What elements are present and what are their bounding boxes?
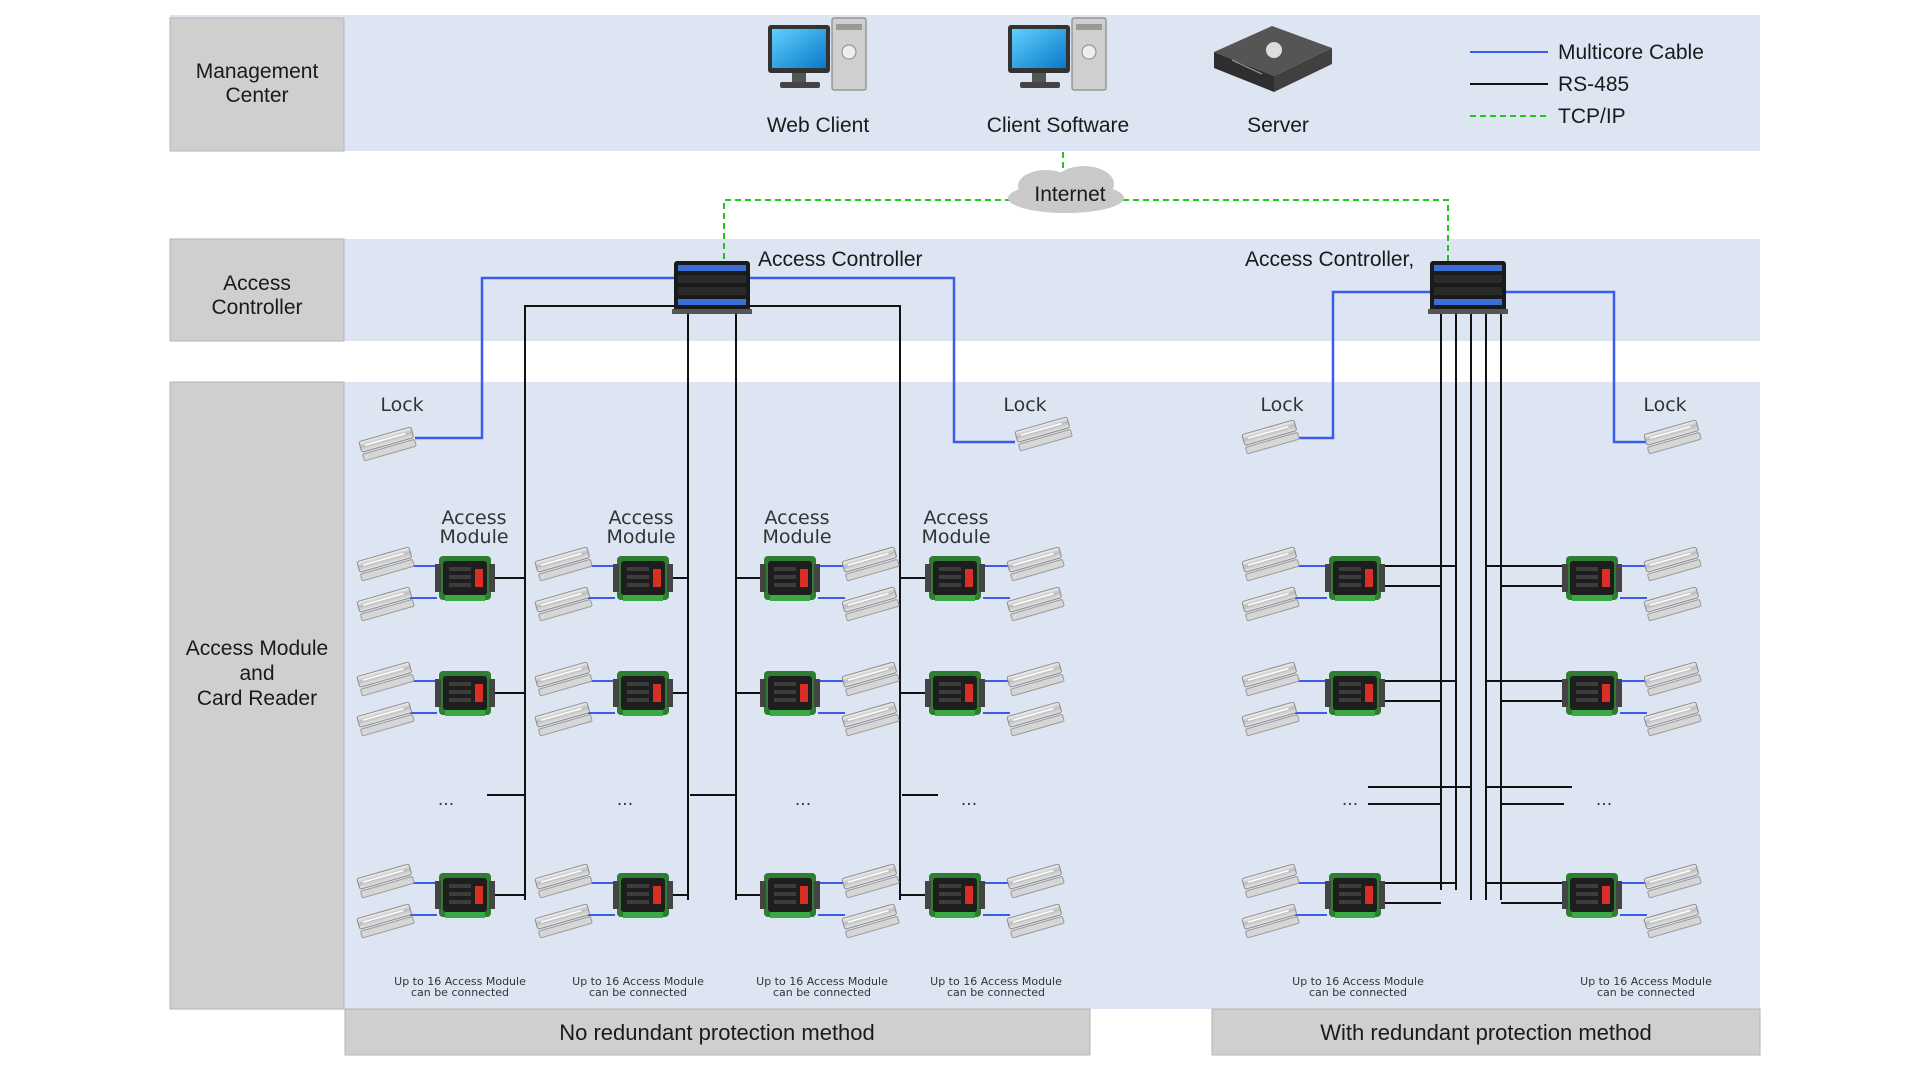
access-module-icon bbox=[435, 671, 495, 716]
band-controller bbox=[170, 239, 1760, 341]
ellipsis-label: ... bbox=[1342, 790, 1358, 810]
footer-left-label: No redundant protection method bbox=[559, 1020, 875, 1045]
ellipsis-label: ... bbox=[961, 790, 977, 810]
tier-label-box-controller bbox=[169, 238, 345, 342]
access-module-icon bbox=[925, 873, 985, 918]
access-controller-right-icon bbox=[1428, 261, 1508, 314]
lock-label: Lock bbox=[380, 394, 423, 416]
lock-label: Lock bbox=[1260, 394, 1303, 416]
device-label-client-software: Client Software bbox=[987, 114, 1129, 137]
access-controller-left-label: Access Controller bbox=[758, 248, 923, 271]
access-module-icon bbox=[613, 671, 673, 716]
footer-right-label: With redundant protection method bbox=[1320, 1020, 1651, 1045]
multicore-lock-right-a bbox=[1295, 290, 1432, 440]
tcpip-link-right bbox=[1063, 199, 1449, 268]
access-controller-right-label: Access Controller, bbox=[1245, 248, 1414, 271]
access-module-icon bbox=[760, 671, 820, 716]
legend-label: RS-485 bbox=[1558, 73, 1629, 96]
legend-label: Multicore Cable bbox=[1558, 41, 1704, 64]
access-controller-left-icon bbox=[672, 261, 752, 314]
wiring bbox=[410, 152, 1650, 916]
device-label-web-client: Web Client bbox=[767, 114, 869, 137]
ellipsis-label: ... bbox=[438, 790, 454, 810]
device-icons bbox=[356, 17, 1703, 939]
access-module-icon bbox=[435, 873, 495, 918]
access-module-icon bbox=[925, 671, 985, 716]
access-module-icon bbox=[613, 873, 673, 918]
footer-box-left bbox=[344, 1008, 1091, 1056]
access-module-icon bbox=[925, 556, 985, 601]
footer-box-right bbox=[1211, 1008, 1761, 1056]
internet-cloud-icon bbox=[1008, 166, 1124, 213]
multicore-lock-right-b bbox=[1504, 290, 1650, 444]
access-module-icon bbox=[1325, 873, 1385, 918]
rs485-bus-1 bbox=[524, 305, 678, 900]
internet-label: Internet bbox=[1034, 183, 1105, 206]
ellipsis-label: ... bbox=[617, 790, 633, 810]
access-module-icon bbox=[760, 556, 820, 601]
legend-label: TCP/IP bbox=[1558, 105, 1626, 128]
access-module-icon bbox=[435, 556, 495, 601]
multicore-lock-left-a bbox=[415, 276, 678, 440]
tier-label-box-module bbox=[169, 381, 345, 1010]
rs485-bus-4 bbox=[746, 305, 901, 900]
lock-label: Lock bbox=[1003, 394, 1046, 416]
tier-label-box-management bbox=[169, 17, 345, 152]
access-module-icon bbox=[1562, 556, 1622, 601]
device-label-server: Server bbox=[1247, 114, 1309, 137]
access-module-icon bbox=[1562, 873, 1622, 918]
access-module-icon bbox=[1325, 556, 1385, 601]
lock-label: Lock bbox=[1643, 394, 1686, 416]
access-module-icon bbox=[1562, 671, 1622, 716]
access-module-icon bbox=[1325, 671, 1385, 716]
access-module-icon bbox=[613, 556, 673, 601]
ellipsis-label: ... bbox=[1596, 790, 1612, 810]
access-module-icon bbox=[760, 873, 820, 918]
multicore-lock-left-b bbox=[746, 276, 1015, 444]
ellipsis-label: ... bbox=[795, 790, 811, 810]
